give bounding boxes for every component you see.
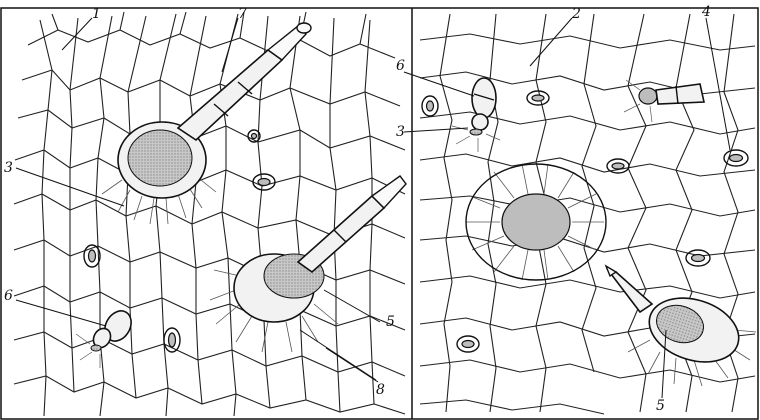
label-5-left: 5 bbox=[386, 314, 395, 330]
multicellular-gland bbox=[466, 164, 606, 280]
short-hair-top-right bbox=[624, 80, 704, 122]
label-4: 4 bbox=[701, 4, 711, 20]
glandular-hair-5 bbox=[210, 176, 406, 352]
stoma-left-1 bbox=[253, 174, 275, 190]
label-3-right: 3 bbox=[396, 124, 405, 140]
glandular-hair-5-right bbox=[606, 266, 756, 386]
short-glandular-hair-left bbox=[76, 306, 136, 368]
left-cell-network bbox=[14, 12, 405, 416]
stoma-right-3 bbox=[607, 159, 629, 173]
stoma-right-2 bbox=[527, 91, 549, 105]
stoma-right-5 bbox=[686, 250, 710, 266]
label-6-right: 6 bbox=[396, 58, 405, 74]
label-6-left: 6 bbox=[4, 288, 13, 304]
label-1: 1 bbox=[92, 6, 101, 22]
stoma-left-4 bbox=[164, 328, 180, 352]
left-panel bbox=[14, 12, 406, 416]
label-8: 8 bbox=[376, 382, 385, 398]
stoma-right-1 bbox=[422, 96, 438, 116]
figure-frame bbox=[1, 8, 758, 419]
stoma-right-6 bbox=[457, 336, 479, 352]
stoma-right-4 bbox=[724, 150, 748, 166]
right-panel bbox=[420, 14, 756, 414]
label-3-left: 3 bbox=[4, 160, 13, 176]
label-2: 2 bbox=[571, 6, 581, 22]
long-glandular-hair bbox=[102, 23, 311, 224]
label-5-right: 5 bbox=[656, 398, 665, 414]
label-7: 7 bbox=[238, 6, 247, 22]
